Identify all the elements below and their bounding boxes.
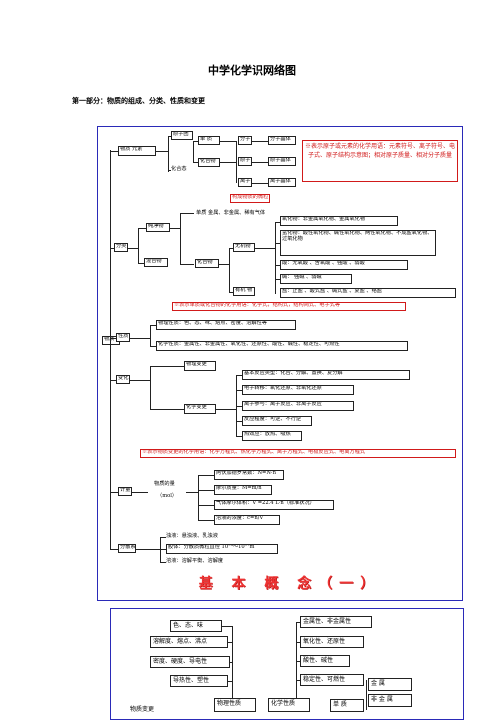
node-atom: 原子 xyxy=(238,157,252,166)
node-acids: 酸：无氧酸 、含氧酸 、强酸 、弱酸 xyxy=(280,260,408,270)
node-stability: 稳定性、可燃性 xyxy=(300,674,364,686)
node-oxides: 氧化物：非金属氧化物、金属氧化物 xyxy=(280,216,398,226)
note-equation-symbols: ※表示物质变更的化学用语：化学方程式、热化学方程式、离子方程式、电极反应式、电离… xyxy=(140,449,456,458)
node-atomic-crystal: 原子晶体 xyxy=(268,157,296,166)
node-molecular-crystal: 分子晶体 xyxy=(268,136,296,145)
label-particles: 构成物质的微粒 xyxy=(230,194,270,203)
node-colloid: 胶体：分散质微粒直径 10⁻⁹～10⁻⁷m xyxy=(166,544,278,554)
node-dispersion: 分散系 xyxy=(118,544,136,553)
node-gas-volume: 气体摩尔体积：V =22.4 L·n（标准状况） xyxy=(214,500,334,510)
node-ionic-crystal: 离子晶体 xyxy=(268,178,296,187)
node-hydroxides-text: 氢化物：酸性氧化物、碱性氧化物、两性氧化物、不成盐氧化物、过氧化物 xyxy=(282,230,433,242)
node-measurement: 计量 xyxy=(118,487,132,496)
node-element: 物质 元素 xyxy=(118,146,156,156)
node-acidity: 酸性、碱性 xyxy=(300,655,350,667)
note-atomic-symbols: ※表示原子或元素的化学用语：元素符号、离子符号、电子式、原子结构示意图；相对原子… xyxy=(302,140,458,182)
node-pure-substance: 纯净物 xyxy=(146,223,170,232)
node-solubility: 溶解度、熔点、沸点 xyxy=(150,636,228,648)
node-concentration: 溶液的浓度：c=n/V xyxy=(214,515,280,525)
node-metallic: 金属性、非金属性 xyxy=(300,616,372,628)
node-conductivity: 导热性、塑性 xyxy=(170,675,228,687)
node-physical-property-2: 物理性质 xyxy=(214,698,256,712)
node-physical-change: 物理变更 xyxy=(184,361,216,371)
banner-basic-concepts: 基 本 概 念（一） xyxy=(198,576,382,592)
node-compound-b: 化合物 xyxy=(195,259,219,268)
node-simple-2: 单 质 xyxy=(330,699,364,712)
page-title: 中学化学识网络图 xyxy=(208,64,296,77)
node-avogadro: 阿伏加德罗常数：N=N·n xyxy=(214,470,284,480)
node-metal: 金 属 xyxy=(368,678,412,691)
node-properties: 性质 xyxy=(116,333,130,342)
node-color-state: 色、态、味 xyxy=(170,620,222,632)
node-nonmetal: 非 金 属 xyxy=(368,694,412,707)
node-salts: 盐：正盐 、酸式盐 、碱式盐 、复盐 、络盐 xyxy=(280,288,456,298)
node-chemical-property: 化学性质：金属性、非金属性、氧化性、还原性、酸性、碱性、稳定性、可燃性 xyxy=(156,341,408,351)
node-molar-mass: 摩尔质量：M=m/n xyxy=(214,485,272,495)
section-title: 第一部分：物质的组成、分类、性质和变更 xyxy=(72,97,205,105)
node-changes: 变化 xyxy=(116,375,130,384)
node-classification: 分类 xyxy=(114,243,128,252)
node-suspension: 浊液：悬浊液、乳浊液 xyxy=(166,533,218,539)
node-chemical-change: 化学变更 xyxy=(184,404,216,414)
node-particle-group: 原子团 xyxy=(171,131,193,140)
node-electron-transfer: 电子转移：氧化还原、非氧化还原 xyxy=(242,385,354,395)
node-physical-property: 物理性质：色、态、味、熔点、密度、溶解性等 xyxy=(156,320,296,330)
node-bases: 碱： 强碱 、弱碱 xyxy=(280,274,352,284)
node-mixture: 混合物 xyxy=(144,258,168,267)
node-organic: 有机 物 xyxy=(233,287,255,296)
concept-map-frame-1 xyxy=(97,126,463,601)
node-solution: 溶液：溶解平衡、溶解度 xyxy=(166,558,224,564)
note-formula-symbols: ※表示单质或化合物的化学用语：化学式，结构式，结构简式、电子式等 xyxy=(172,302,406,311)
node-hydroxides: 氢化物：酸性氧化物、碱性氧化物、两性氧化物、不成盐氧化物、过氧化物 xyxy=(280,230,436,256)
node-redox: 氧化性、还原性 xyxy=(300,636,364,648)
node-reaction-types: 基本反应类型：化合、分解、置换、复分解 xyxy=(242,370,410,380)
amount-unit: （mol） xyxy=(157,493,178,499)
node-substance-change: 物质变更 xyxy=(130,706,155,713)
node-density: 密度、硬度、导电性 xyxy=(150,656,230,668)
node-inorganic: 无机物 xyxy=(233,243,255,252)
node-reversibility: 反应程度：可逆、不行逆 xyxy=(242,416,312,426)
node-simple-substance: 单 质 xyxy=(198,136,220,145)
node-compound-a: 化合物 xyxy=(198,158,220,167)
node-amount-of-substance: 物质的量 （mol） xyxy=(148,476,184,506)
node-ion-participation: 离子参与：离子反应、非离子反应 xyxy=(242,401,354,411)
node-compound-state: 化合态 xyxy=(171,166,187,172)
node-heat-effect: 热效应：放热、吸热 xyxy=(242,431,302,441)
spine-line xyxy=(110,150,111,550)
node-molecule: 分子 xyxy=(238,136,252,145)
node-elements-kinds: 单质 金属、非金属、稀有气体 xyxy=(196,210,266,216)
node-chemical-property-2: 化学性质 xyxy=(268,698,310,712)
node-ion: 离子 xyxy=(238,178,252,187)
amount-label: 物质的量 xyxy=(154,481,175,487)
